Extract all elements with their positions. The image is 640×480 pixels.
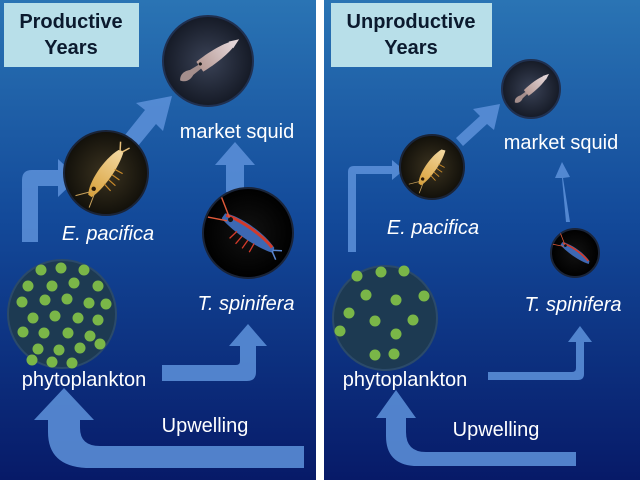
phyto-to-tspinifera-arrow (162, 324, 267, 381)
phytoplankton-cell (66, 357, 78, 369)
phytoplankton-cell (94, 338, 106, 350)
phytoplankton-cell (72, 312, 84, 324)
t-spinifera-image (550, 228, 600, 278)
phytoplankton-cell (26, 354, 38, 366)
phytoplankton-cell (360, 289, 372, 301)
phytoplankton-cell (68, 277, 80, 289)
phytoplankton-cell (388, 348, 400, 360)
market-squid-image (501, 59, 561, 119)
phytoplankton-cell (38, 327, 50, 339)
phytoplankton-cell (46, 356, 58, 368)
phytoplankton-cell (16, 296, 28, 308)
phytoplankton-cell (22, 280, 34, 292)
phytoplankton-cell (84, 330, 96, 342)
phytoplankton-cell (390, 328, 402, 340)
phytoplankton-cell (375, 266, 387, 278)
phyto-to-epacifica-arrow (348, 160, 404, 252)
epacifica-to-squid-arrow (456, 104, 500, 146)
phyto-to-tspinifera-arrow (488, 326, 592, 380)
label-market-squid: market squid (504, 132, 619, 154)
phytoplankton-cell (53, 344, 65, 356)
label-phytoplankton: phytoplankton (22, 369, 147, 391)
e-pacifica-image (63, 130, 149, 216)
phytoplankton-cell (390, 294, 402, 306)
phytoplankton-cell (369, 349, 381, 361)
phytoplankton-cell (418, 290, 430, 302)
phytoplankton-cell (17, 326, 29, 338)
phytoplankton-cell (61, 293, 73, 305)
phytoplankton-cell (39, 294, 51, 306)
phytoplankton-cell (351, 270, 363, 282)
phytoplankton-cell (100, 298, 112, 310)
phytoplankton-image (7, 259, 117, 369)
epacifica-to-squid-arrow (125, 96, 172, 146)
panel-divider (316, 0, 324, 480)
phytoplankton-cell (74, 342, 86, 354)
panel-title-line1: Productive (19, 11, 122, 33)
phytoplankton-cell (334, 325, 346, 337)
label-upwelling: Upwelling (453, 419, 540, 441)
label-upwelling: Upwelling (162, 415, 249, 437)
label-t-spinifera: T. spinifera (197, 293, 294, 315)
phytoplankton-cell (62, 327, 74, 339)
t-spinifera-image (202, 187, 294, 279)
phytoplankton-cell (407, 314, 419, 326)
label-phytoplankton: phytoplankton (343, 369, 468, 391)
label-t-spinifera: T. spinifera (524, 294, 621, 316)
panel-title-line2: Years (384, 37, 437, 59)
phytoplankton-cell (92, 314, 104, 326)
title-box (4, 3, 139, 67)
phytoplankton-cell (32, 343, 44, 355)
panel-title-line2: Years (44, 37, 97, 59)
label-e-pacifica: E. pacifica (62, 223, 154, 245)
phytoplankton-cell (55, 262, 67, 274)
phytoplankton-cell (27, 312, 39, 324)
phytoplankton-cell (92, 280, 104, 292)
phytoplankton-cell (78, 264, 90, 276)
upwelling-arrow (376, 390, 576, 466)
phytoplankton-cell (398, 265, 410, 277)
tspinifera-to-squid-arrow (215, 142, 255, 192)
phytoplankton-cell (46, 280, 58, 292)
panel-productive: Productive Years (4, 3, 304, 468)
phytoplankton-cell (35, 264, 47, 276)
tspinifera-to-squid-arrow (555, 162, 570, 222)
e-pacifica-image (399, 134, 465, 200)
title-box (331, 3, 492, 67)
phytoplankton-image (332, 265, 438, 371)
phytoplankton-cell (343, 307, 355, 319)
panel-title-line1: Unproductive (347, 11, 476, 33)
market-squid-image (162, 15, 254, 107)
phytoplankton-cell (49, 310, 61, 322)
phytoplankton-cell (83, 297, 95, 309)
label-e-pacifica: E. pacifica (387, 217, 479, 239)
upwelling-arrow (34, 388, 304, 468)
label-market-squid: market squid (180, 121, 295, 143)
phytoplankton-cell (369, 315, 381, 327)
panel-unproductive: Unproductive Years (331, 3, 622, 466)
